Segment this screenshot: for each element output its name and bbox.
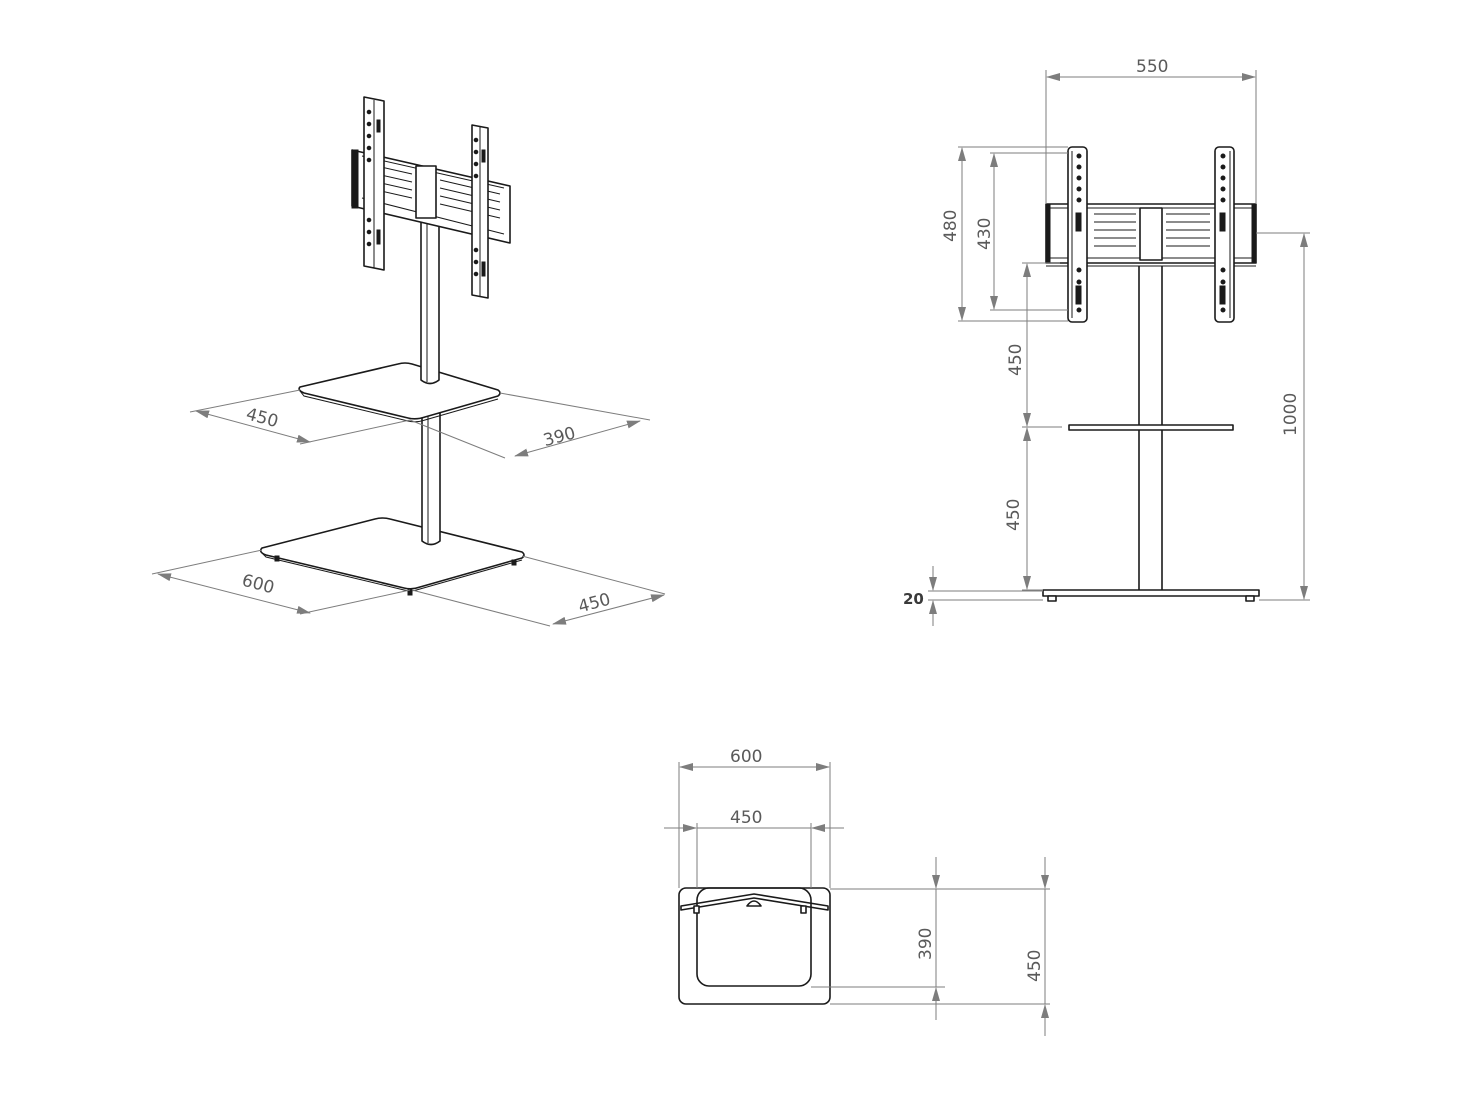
iso-right-arm-holes (473, 137, 486, 277)
front-width-dimension: 550 (1045, 57, 1257, 204)
front-inner-height-label: 430 (975, 218, 995, 250)
iso-shelf (298, 362, 501, 423)
iso-shelf-depth-label: 390 (541, 423, 578, 451)
front-width-label: 550 (1136, 57, 1168, 77)
top-base-outline (678, 887, 831, 1005)
top-view: 600 450 390 450 (664, 747, 1050, 1036)
front-outer-height-label: 480 (941, 210, 961, 242)
front-right-arm (1214, 146, 1235, 323)
iso-left-arm-holes (366, 109, 381, 247)
front-upper-column-label: 450 (1006, 344, 1026, 376)
top-shelf-depth-label: 390 (916, 928, 936, 960)
front-total-height-label: 1000 (1281, 393, 1301, 436)
iso-base-plate (259, 517, 525, 596)
top-shelf-width-label: 450 (730, 808, 762, 828)
iso-base-width-label: 600 (240, 571, 277, 599)
iso-lower-column (421, 412, 441, 546)
front-column-height-dimensions: 450 450 (1004, 262, 1062, 591)
isometric-view: 450 390 600 450 (151, 96, 666, 627)
front-view: 550 480 430 450 450 1000 20 (903, 57, 1310, 626)
iso-base-depth-label: 450 (576, 590, 613, 618)
top-base-width-label: 600 (730, 747, 762, 767)
front-bracket-height-dimensions: 480 430 (941, 146, 1068, 322)
top-width-dimensions: 600 450 (664, 747, 844, 888)
iso-vesa-bracket (351, 96, 511, 299)
iso-upper-column (420, 222, 440, 385)
top-base-depth-label: 450 (1025, 950, 1045, 982)
top-depth-dimensions: 390 450 (811, 857, 1050, 1036)
iso-shelf-width-label: 450 (244, 404, 281, 432)
front-left-arm (1067, 146, 1088, 323)
front-base (1042, 589, 1260, 602)
front-lower-column-label: 450 (1004, 499, 1024, 531)
front-base-thickness-label: 20 (903, 590, 924, 608)
front-shelf (1068, 424, 1234, 431)
front-total-height-dimension: 1000 (1256, 232, 1310, 601)
front-base-thickness-dimension: 20 (903, 566, 1043, 626)
front-column (1138, 266, 1163, 590)
